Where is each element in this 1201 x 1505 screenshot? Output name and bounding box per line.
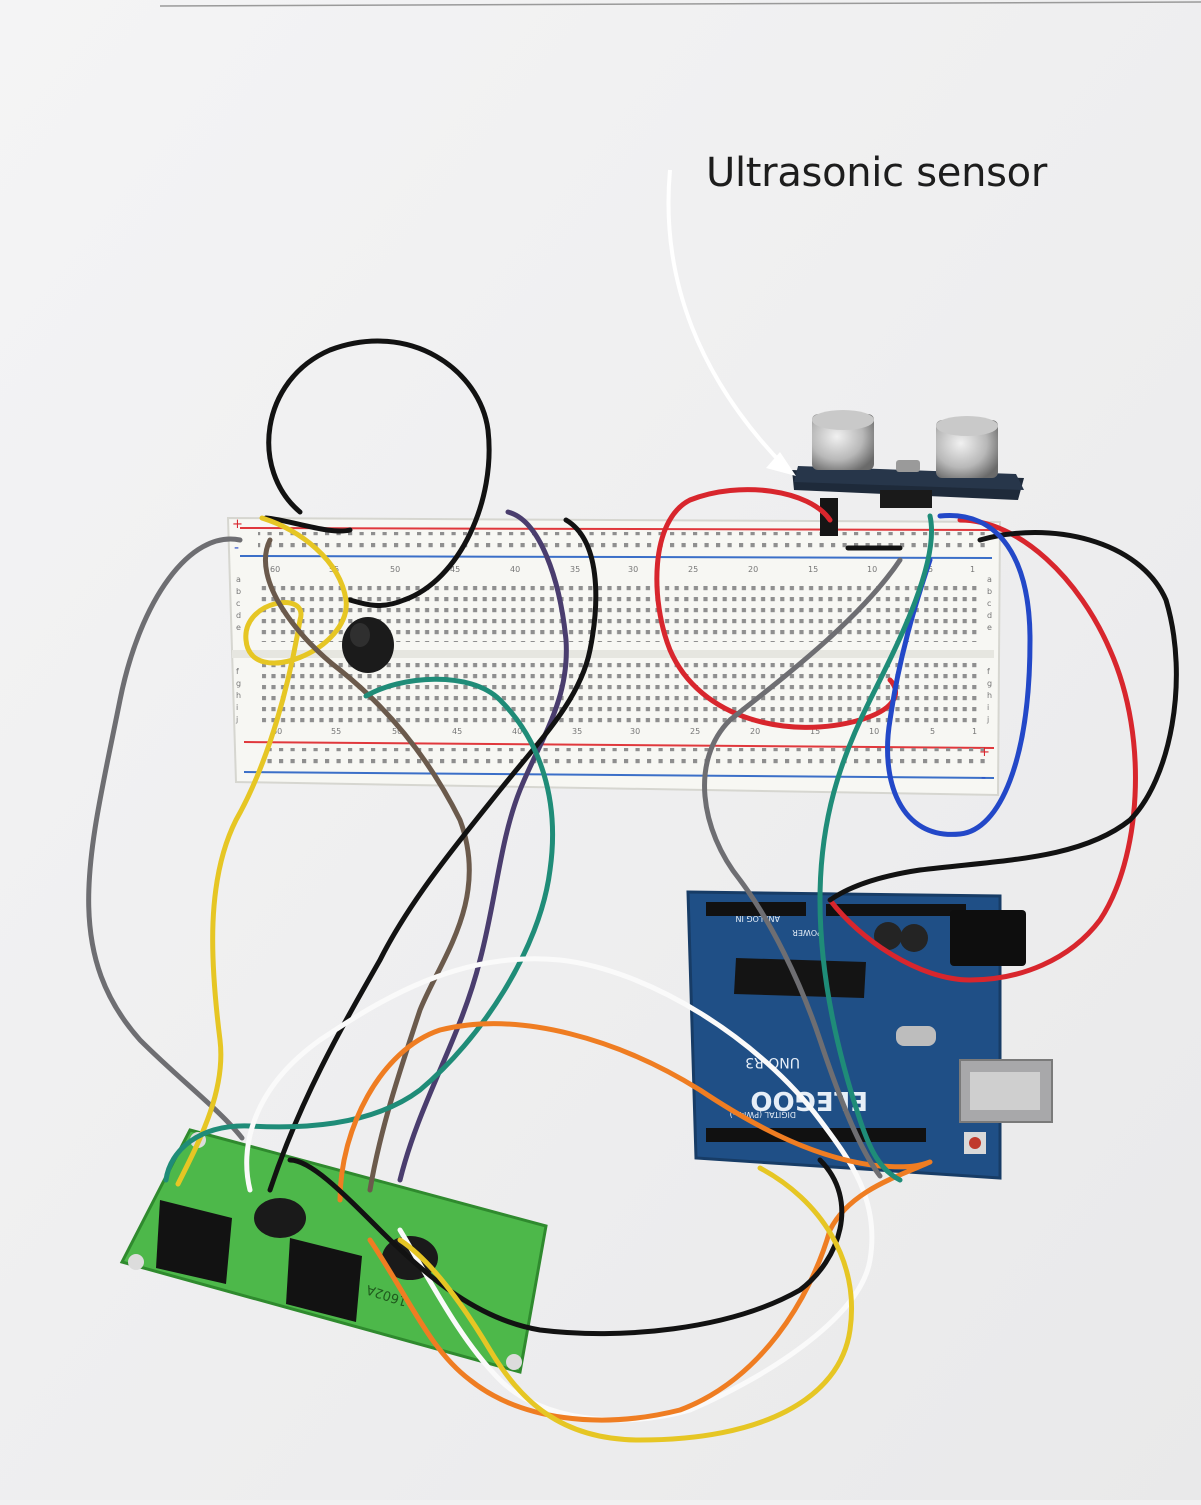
rail-sign-minus-bottom: -: [981, 770, 986, 786]
rail-sign-plus-bottom: +: [979, 745, 990, 760]
svg-text:50: 50: [390, 565, 400, 574]
wire-red-right: [827, 517, 1138, 983]
svg-text:1: 1: [972, 727, 977, 736]
svg-text:25: 25: [688, 565, 698, 574]
svg-text:40: 40: [512, 727, 522, 736]
svg-text:60: 60: [270, 565, 280, 574]
wire-brown: [262, 537, 472, 1193]
wire-yellow-lower: [397, 1165, 854, 1443]
wire-orange: [337, 1021, 933, 1423]
svg-text:c: c: [987, 599, 991, 608]
wire-blue-sensor: [885, 513, 1033, 837]
wire-black-lower: [287, 1157, 845, 1337]
jumper-wires: [86, 338, 1179, 1443]
wire-purple: [397, 509, 569, 1183]
svg-text:h: h: [987, 691, 992, 700]
svg-text:30: 30: [628, 565, 638, 574]
svg-text:d: d: [236, 611, 241, 620]
wire-gray-sensor: [702, 557, 903, 1179]
svg-text:10: 10: [869, 727, 879, 736]
svg-text:j: j: [986, 715, 989, 724]
svg-text:a: a: [236, 575, 241, 584]
wire-teal-sensor: [817, 513, 934, 1183]
svg-text:5: 5: [928, 565, 933, 574]
column-numbers-bottom: 60 55 50 45 40 35 30 25 20 15 10 5 1: [272, 727, 977, 736]
svg-text:50: 50: [392, 727, 402, 736]
svg-text:b: b: [236, 587, 241, 596]
svg-text:a: a: [987, 575, 992, 584]
svg-text:30: 30: [630, 727, 640, 736]
callout-arrow-line: [666, 169, 788, 470]
svg-text:b: b: [987, 587, 992, 596]
paper-edge-line: [159, 1, 1201, 7]
svg-text:60: 60: [272, 727, 282, 736]
svg-text:i: i: [987, 703, 989, 712]
arduino-uno-board: ELEGOO UNO R3 ANALOG IN POWER DIGITAL (P…: [686, 890, 1053, 1180]
wire-black-right: [827, 530, 1179, 903]
row-letters-right: a b c d e f g h i j: [986, 575, 992, 724]
svg-text:15: 15: [808, 565, 818, 574]
svg-text:f: f: [987, 667, 990, 676]
svg-text:45: 45: [452, 727, 462, 736]
svg-text:45: 45: [450, 565, 460, 574]
wire-black-loop: [266, 338, 492, 608]
svg-text:d: d: [987, 611, 992, 620]
svg-text:g: g: [987, 679, 992, 688]
svg-text:20: 20: [748, 565, 758, 574]
svg-text:35: 35: [570, 565, 580, 574]
svg-text:35: 35: [572, 727, 582, 736]
svg-text:1: 1: [970, 565, 975, 574]
svg-text:c: c: [236, 599, 240, 608]
svg-text:g: g: [236, 679, 241, 688]
svg-text:e: e: [987, 623, 992, 632]
wire-gray-left: [86, 536, 245, 1141]
svg-text:25: 25: [690, 727, 700, 736]
svg-text:e: e: [236, 623, 241, 632]
svg-text:15: 15: [810, 727, 820, 736]
wire-yellow: [175, 515, 349, 1187]
rail-sign-plus-top: +: [232, 517, 243, 532]
svg-text:j: j: [235, 715, 238, 724]
board-header-label-power: POWER: [792, 928, 822, 937]
board-header-label-digital: DIGITAL (PWM~): [730, 1110, 796, 1119]
svg-text:40: 40: [510, 565, 520, 574]
callout-arrow-head: [766, 452, 796, 476]
svg-text:i: i: [236, 703, 238, 712]
svg-text:f: f: [236, 667, 239, 676]
wire-black-short: [263, 515, 353, 534]
svg-text:5: 5: [930, 727, 935, 736]
potentiometer: [342, 617, 394, 673]
ultrasonic-sensor-label: Ultrasonic sensor: [706, 150, 1047, 196]
svg-text:10: 10: [867, 565, 877, 574]
row-letters-left: a b c d e f g h i j: [235, 575, 241, 724]
svg-text:h: h: [236, 691, 241, 700]
svg-text:20: 20: [750, 727, 760, 736]
breadboard: + - + - 60 55 50 45 40 35 30 25 20 15 10…: [226, 516, 1002, 797]
rail-sign-minus-top: -: [234, 540, 239, 556]
svg-text:55: 55: [331, 727, 341, 736]
ultrasonic-sensor: [792, 410, 1024, 536]
board-header-label-analog: ANALOG IN: [736, 914, 781, 923]
wire-black-middle: [267, 517, 599, 1193]
